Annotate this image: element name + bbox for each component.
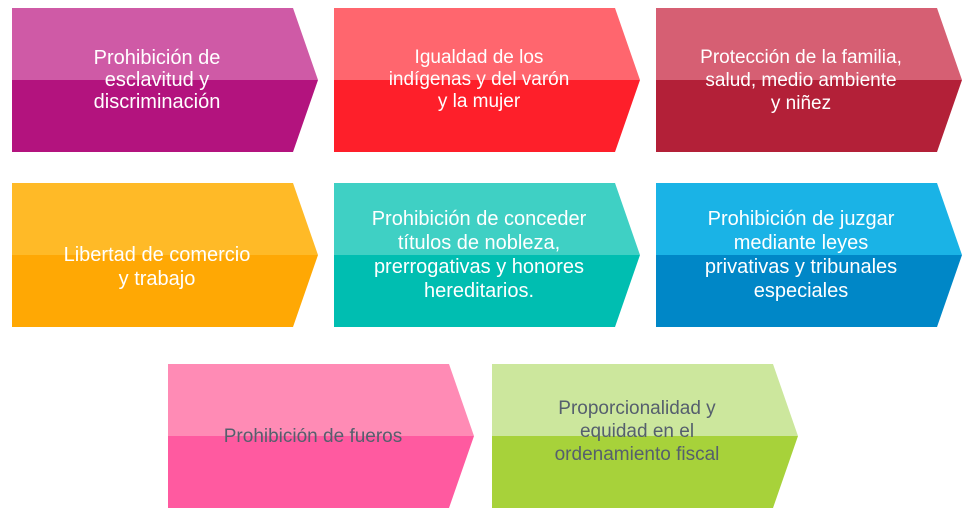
step-libertad-comercio: Libertad de comercio y trabajo: [12, 183, 318, 327]
chevron-shape: [12, 8, 318, 152]
step-label: Prohibición de conceder títulos de noble…: [371, 208, 587, 302]
step-label: Prohibición de fueros: [223, 425, 403, 447]
step-label: Igualdad de los indígenas y del varón y …: [388, 47, 570, 112]
step-label: Prohibición de esclavitud y discriminaci…: [93, 47, 221, 113]
chevron-shape: [656, 183, 962, 327]
chevron-shape: [168, 364, 474, 508]
chevron-shape: [334, 8, 640, 152]
chevron-shape: [656, 8, 962, 152]
step-fueros: Prohibición de fueros: [168, 364, 474, 508]
step-label: Protección de la familia, salud, medio a…: [700, 46, 902, 114]
step-label: Prohibición de juzgar mediante leyes pri…: [704, 208, 898, 302]
chevron-shape: [492, 364, 798, 508]
step-titulos-nobleza: Prohibición de conceder títulos de noble…: [334, 183, 640, 327]
chevron-shape: [334, 183, 640, 327]
step-label: Libertad de comercio y trabajo: [63, 244, 251, 290]
step-leyes-privativas: Prohibición de juzgar mediante leyes pri…: [656, 183, 962, 327]
chevron-shape: [12, 183, 318, 327]
step-proteccion-familia: Protección de la familia, salud, medio a…: [656, 8, 962, 152]
step-igualdad: Igualdad de los indígenas y del varón y …: [334, 8, 640, 152]
step-ordenamiento-fiscal: Proporcionalidad y equidad en el ordenam…: [492, 364, 798, 508]
step-label: Proporcionalidad y equidad en el ordenam…: [554, 397, 720, 465]
step-esclavitud: Prohibición de esclavitud y discriminaci…: [12, 8, 318, 152]
